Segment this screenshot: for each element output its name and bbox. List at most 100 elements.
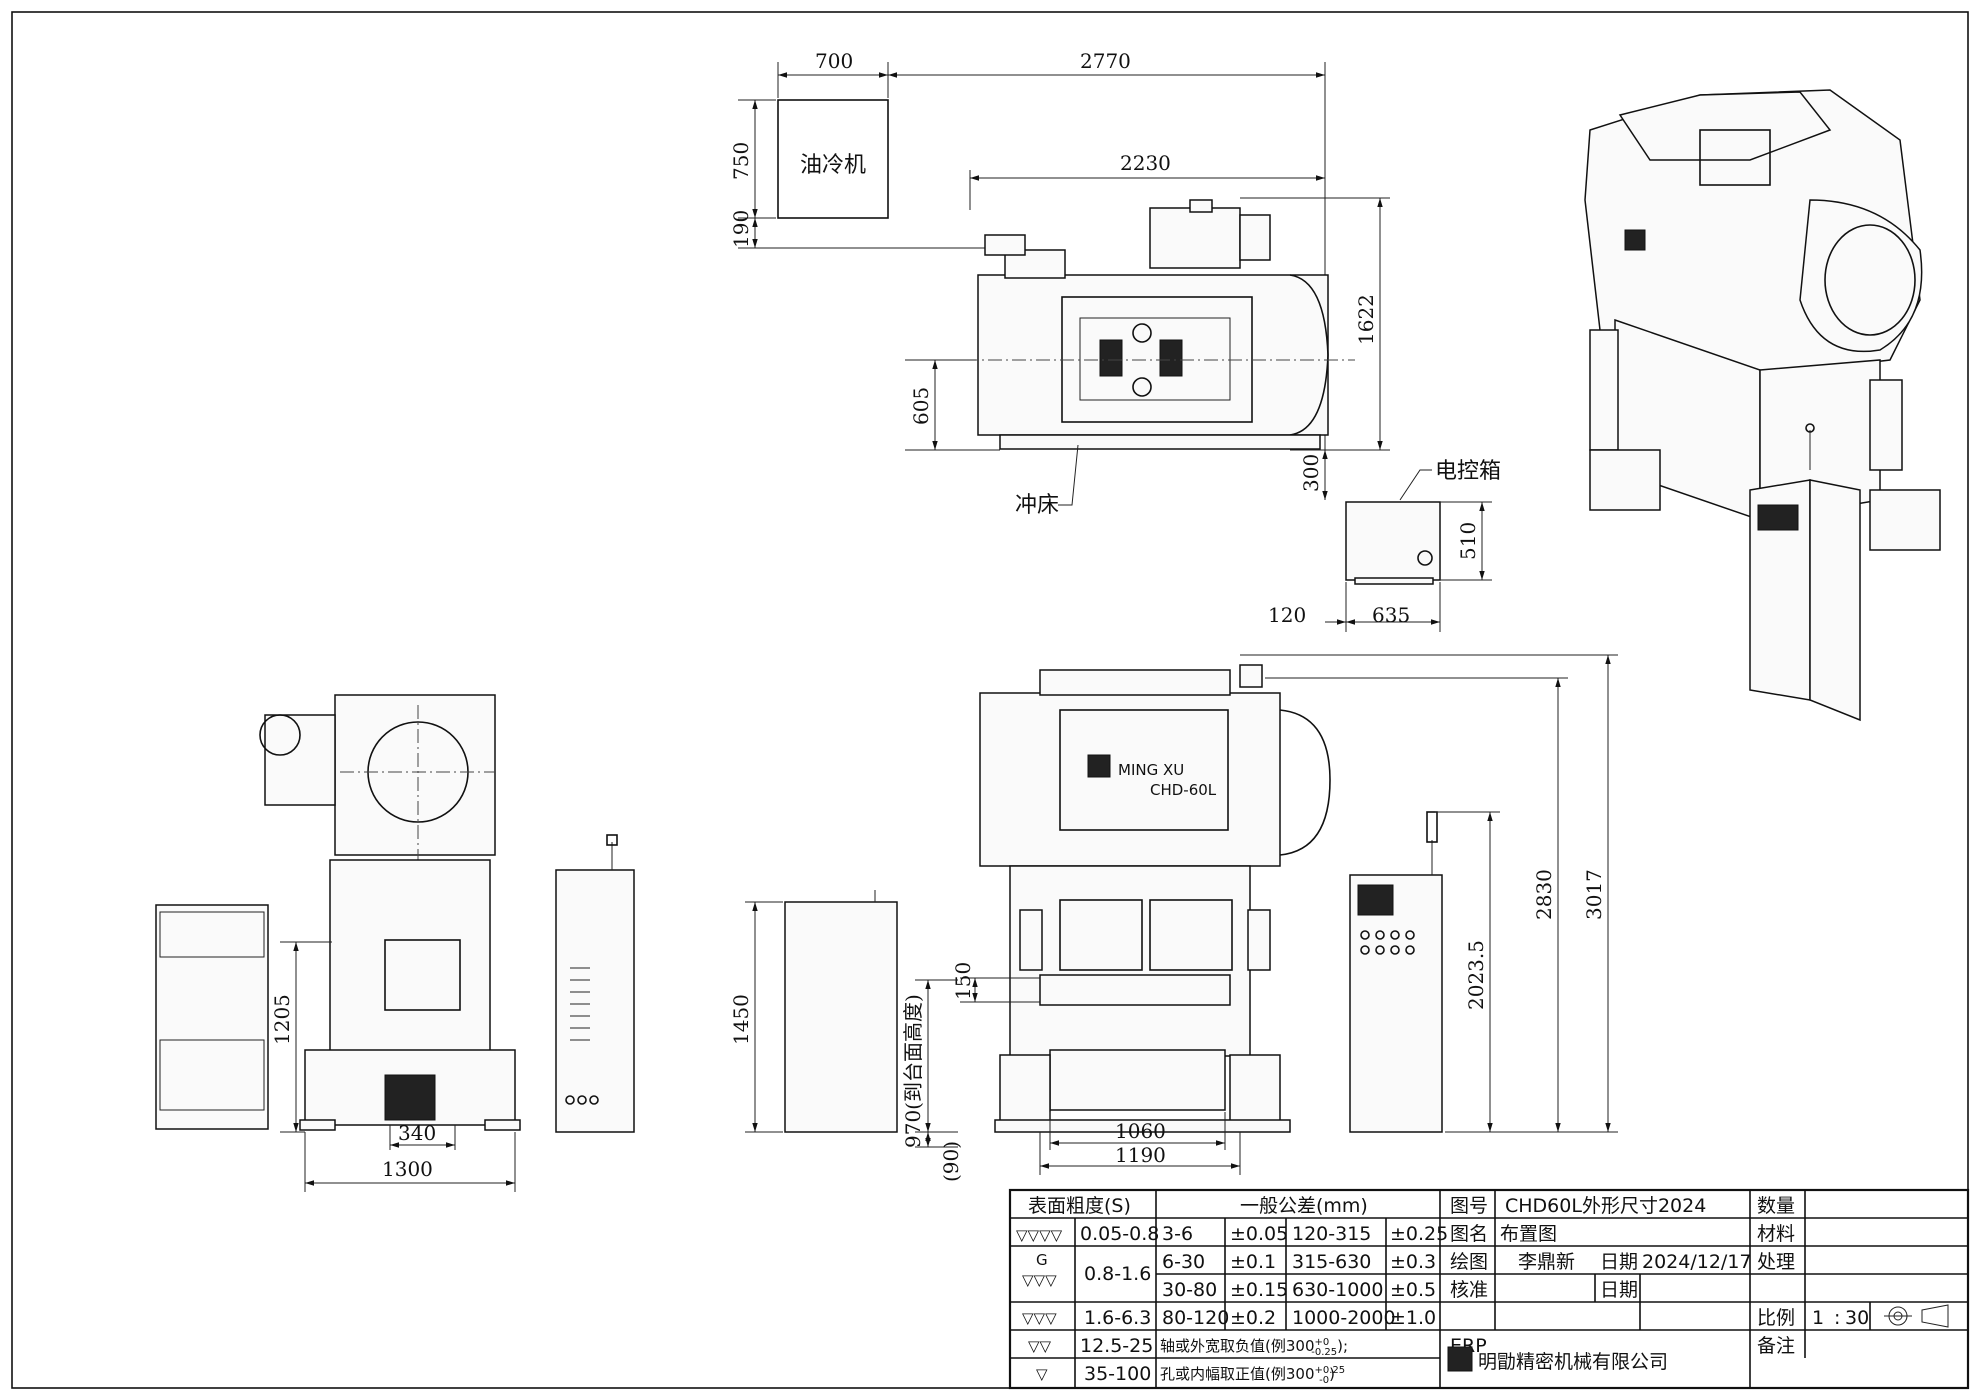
tb-rough-sym-2: ▽▽▽ <box>1022 1309 1057 1327</box>
tb-check-label: 核准 <box>1450 1279 1488 1301</box>
tb-tol-t2-1: ±0.3 <box>1390 1251 1436 1273</box>
tb-rough-range-3: 12.5-25 <box>1080 1335 1153 1357</box>
dim-605: 605 <box>909 387 933 425</box>
dim-1300: 1300 <box>382 1157 433 1181</box>
dim-2023: 2023.5 <box>1464 940 1488 1010</box>
front-crown <box>979 692 1281 867</box>
tb-scale-sep: : <box>1834 1307 1840 1329</box>
tb-drawing-no-label: 图号 <box>1450 1195 1488 1217</box>
tb-remarks: 备注 <box>1757 1335 1795 1357</box>
isometric-view <box>1584 89 1941 722</box>
dim-970: 970(到台面高度) <box>901 994 925 1148</box>
tb-tol-t2-2: ±0.5 <box>1390 1279 1436 1301</box>
tb-rough-range-4: 35-100 <box>1084 1363 1151 1385</box>
tb-rough-sym-1: ▽▽▽ <box>1022 1271 1057 1289</box>
side-view: 1205 340 1300 <box>155 694 635 1192</box>
tb-company: 明勖精密机械有限公司 <box>1478 1351 1668 1373</box>
side-crown <box>334 694 496 856</box>
front-left-cabinet <box>784 901 898 1133</box>
tb-tol-t2-0: ±0.25 <box>1390 1223 1448 1245</box>
tb-shaft-note: 轴或外宽取负值(例300+0-0.25); <box>1160 1337 1348 1358</box>
top-view: 油冷机 700 2770 750 190 2230 <box>729 49 1501 632</box>
tb-material: 材料 <box>1757 1223 1795 1245</box>
tb-tol-r2-2: 630-1000 <box>1292 1279 1383 1301</box>
tb-tol-r1-3: 80-120 <box>1162 1307 1229 1329</box>
tb-rough-sym-3: ▽▽ <box>1028 1337 1052 1355</box>
oil-cooler-outline <box>777 99 889 219</box>
tb-surface-roughness: 表面粗度(S) <box>1028 1195 1131 1217</box>
dim-750: 750 <box>729 142 753 180</box>
projection-symbol-cone <box>1921 1304 1949 1328</box>
tb-tol-r2-1: 315-630 <box>1292 1251 1371 1273</box>
tb-scale-label: 比例 <box>1757 1307 1795 1329</box>
dim-1450: 1450 <box>729 994 753 1045</box>
press-top-body <box>977 274 1329 436</box>
front-control-panel <box>1349 874 1443 1133</box>
dim-700: 700 <box>815 49 853 73</box>
dim-300: 300 <box>1299 454 1323 492</box>
front-view: MING XU CHD-60L 1450 <box>729 654 1618 1182</box>
tb-drawing-no: CHD60L外形尺寸2024 <box>1505 1195 1706 1217</box>
tb-rough-range-2: 1.6-6.3 <box>1084 1307 1151 1329</box>
tb-tol-t1-0: ±0.05 <box>1230 1223 1288 1245</box>
tb-tol-t1-1: ±0.1 <box>1230 1251 1276 1273</box>
tb-date-label: 日期 <box>1600 1251 1638 1273</box>
tb-tol-r1-1: 6-30 <box>1162 1251 1205 1273</box>
title-block: 表面粗度(S) 一般公差(mm) 图号 CHD60L外形尺寸2024 数量 ▽▽… <box>1008 1188 1970 1390</box>
tb-rough-sym-4: ▽ <box>1036 1365 1048 1383</box>
electric-box-label: 电控箱 <box>1435 459 1501 484</box>
dim-190: 190 <box>729 210 753 248</box>
tb-tol-t2-3: ±1.0 <box>1390 1307 1436 1329</box>
tb-tol-r1-0: 3-6 <box>1162 1223 1193 1245</box>
dim-2830: 2830 <box>1532 869 1556 920</box>
dim-340: 340 <box>398 1121 436 1145</box>
oil-cooler-label: 油冷机 <box>800 153 866 178</box>
front-body <box>1009 865 1251 1057</box>
dim-1622: 1622 <box>1354 294 1378 345</box>
dim-2770: 2770 <box>1080 49 1131 73</box>
tb-g-mark: G <box>1036 1251 1048 1269</box>
sheet-border <box>11 11 1969 1389</box>
iso-logo <box>1624 229 1646 251</box>
dim-635: 635 <box>1372 603 1410 627</box>
company-logo <box>1447 1346 1473 1372</box>
tb-rough-range-1: 0.8-1.6 <box>1084 1263 1151 1285</box>
tb-drawn-label: 绘图 <box>1450 1251 1488 1273</box>
dim-2230: 2230 <box>1120 151 1171 175</box>
tb-date: 2024/12/17 <box>1642 1251 1752 1273</box>
tb-tol-r1-2: 30-80 <box>1162 1279 1217 1301</box>
tb-tol-r2-3: 1000-2000 <box>1292 1307 1396 1329</box>
press-label: 冲床 <box>1015 493 1059 518</box>
tb-quantity: 数量 <box>1757 1195 1795 1217</box>
dim-1190: 1190 <box>1115 1143 1166 1167</box>
tb-tol-t1-2: ±0.15 <box>1230 1279 1288 1301</box>
tb-rough-range-0: 0.05-0.8 <box>1080 1223 1159 1245</box>
dim-150: 150 <box>951 962 975 1000</box>
tb-process: 处理 <box>1757 1251 1795 1273</box>
tb-tol-t1-3: ±0.2 <box>1230 1307 1276 1329</box>
model-name: CHD-60L <box>1150 781 1217 799</box>
brand-name: MING XU <box>1118 761 1184 779</box>
dim-510: 510 <box>1456 522 1480 560</box>
tb-date-label2: 日期 <box>1600 1279 1638 1301</box>
tb-scale-b: 30 <box>1845 1307 1869 1329</box>
tb-hole-note: 孔或内幅取正值(例300+0.25-0) <box>1160 1365 1345 1386</box>
tb-drawing-name: 布置图 <box>1500 1223 1557 1245</box>
dim-3017: 3017 <box>1582 869 1606 920</box>
dim-1060: 1060 <box>1115 1119 1166 1143</box>
tb-scale-a: 1 <box>1812 1307 1824 1329</box>
tb-tol-r2-0: 120-315 <box>1292 1223 1371 1245</box>
side-control-cabinet <box>555 869 635 1133</box>
tb-rough-sym-0: ▽▽▽▽ <box>1016 1226 1063 1244</box>
front-logo <box>1087 754 1111 778</box>
dim-1205: 1205 <box>270 994 294 1045</box>
side-cabinet <box>155 904 269 1130</box>
tb-drawn-by: 李鼎新 <box>1518 1251 1575 1273</box>
motor <box>1149 207 1241 269</box>
electric-box-outline <box>1345 501 1441 581</box>
tb-general-tolerance: 一般公差(mm) <box>1240 1195 1368 1217</box>
dim-90: (90) <box>939 1141 963 1182</box>
tb-drawing-name-label: 图名 <box>1450 1223 1488 1245</box>
dim-120: 120 <box>1268 603 1306 627</box>
